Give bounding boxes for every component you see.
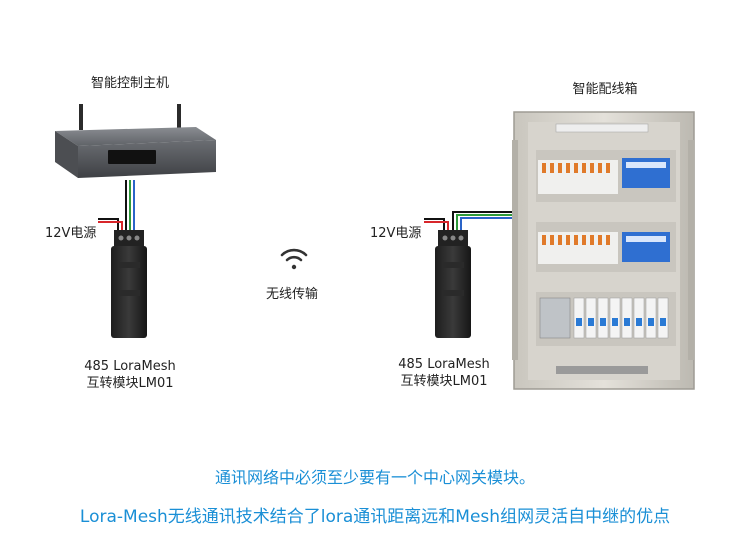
- cabinet-right-hinge: [688, 140, 694, 360]
- relay: [606, 235, 610, 245]
- relay: [574, 163, 578, 173]
- host-side: [55, 131, 78, 178]
- relay-row-2: [536, 222, 676, 272]
- left-module-name-line2: 互转模块LM01: [86, 376, 174, 391]
- caption-line1: 通讯网络中必须至少要有一个中心网关模块。: [214, 468, 535, 487]
- breaker-toggle: [588, 318, 594, 326]
- right-power-cable: [424, 218, 449, 232]
- terminal-screw: [134, 235, 140, 241]
- breaker-toggle: [576, 318, 582, 326]
- wifi-arc-inner: [285, 255, 303, 262]
- right-module-name-line2: 互转模块LM01: [400, 374, 488, 389]
- relay: [582, 163, 586, 173]
- relay: [558, 235, 562, 245]
- terminal-screw: [450, 235, 456, 241]
- host-top: [55, 127, 216, 146]
- right-power-label: 12V电源: [370, 226, 422, 241]
- left-power-label: 12V电源: [45, 226, 97, 241]
- wire-green-to-cabinet: [456, 214, 516, 232]
- relay: [558, 163, 562, 173]
- top-terminal-strip: [555, 123, 649, 133]
- relay: [550, 235, 554, 245]
- relay: [590, 235, 594, 245]
- relay: [542, 163, 546, 173]
- right-module: [435, 230, 471, 338]
- wifi-dot: [291, 264, 297, 270]
- breaker-toggle: [624, 318, 630, 326]
- relay: [598, 163, 602, 173]
- cabinet-left-hinge: [512, 140, 518, 360]
- left-power-cable: [98, 218, 123, 232]
- relay: [566, 235, 570, 245]
- breaker-toggle: [612, 318, 618, 326]
- relay: [598, 235, 602, 245]
- breaker-toggle: [600, 318, 606, 326]
- wifi-icon: [280, 248, 308, 270]
- terminal-screw: [442, 235, 448, 241]
- wire-black-left-power: [98, 218, 119, 232]
- host-antenna-right: [177, 104, 181, 130]
- relay: [606, 163, 610, 173]
- left-module-name-line1: 485 LoraMesh: [84, 359, 176, 374]
- relay: [542, 235, 546, 245]
- relay: [550, 163, 554, 173]
- left-module: [111, 230, 147, 338]
- bottom-terminal-strip: [556, 366, 648, 374]
- module-rib: [442, 262, 464, 268]
- right-module-name-line1: 485 LoraMesh: [398, 357, 490, 372]
- module-rib: [118, 262, 140, 268]
- cabinet-title: 智能配线箱: [572, 82, 638, 97]
- wire-red-right-power: [424, 221, 449, 232]
- module-rib: [118, 290, 140, 296]
- terminal-screw: [458, 235, 464, 241]
- host-cable: [125, 180, 135, 230]
- wire-blue-to-cabinet: [460, 217, 516, 232]
- left-module-name: 485 LoraMesh 互转模块LM01: [70, 358, 190, 392]
- host-antenna-left: [79, 104, 83, 130]
- wire-black-to-cabinet: [452, 211, 516, 232]
- right-module-cable: [452, 211, 516, 232]
- caption-line2: Lora-Mesh无线通讯技术结合了lora通讯距离远和Mesh组网灵活自中继的…: [79, 507, 671, 527]
- relay: [574, 235, 578, 245]
- controller-label: [626, 162, 666, 168]
- breaker-row: [536, 292, 676, 346]
- breaker-toggle: [636, 318, 642, 326]
- wire-red-left-power: [98, 221, 123, 232]
- power-supply: [539, 297, 571, 339]
- distribution-cabinet: [512, 111, 695, 390]
- controller-label: [626, 236, 666, 242]
- relay: [566, 163, 570, 173]
- host-display: [108, 150, 156, 164]
- host-device: [55, 104, 216, 178]
- breaker-toggle: [648, 318, 654, 326]
- host-title: 智能控制主机: [90, 76, 169, 91]
- right-module-name: 485 LoraMesh 互转模块LM01: [384, 356, 504, 390]
- terminal-screw: [126, 235, 132, 241]
- module-rib: [442, 290, 464, 296]
- wifi-arc-outer: [280, 248, 308, 257]
- relay: [582, 235, 586, 245]
- terminal-screw: [118, 235, 124, 241]
- relay: [590, 163, 594, 173]
- breaker-toggle: [660, 318, 666, 326]
- relay-row-1: [536, 150, 676, 202]
- wireless-label: 无线传输: [265, 287, 318, 302]
- wire-black-right-power: [424, 218, 445, 232]
